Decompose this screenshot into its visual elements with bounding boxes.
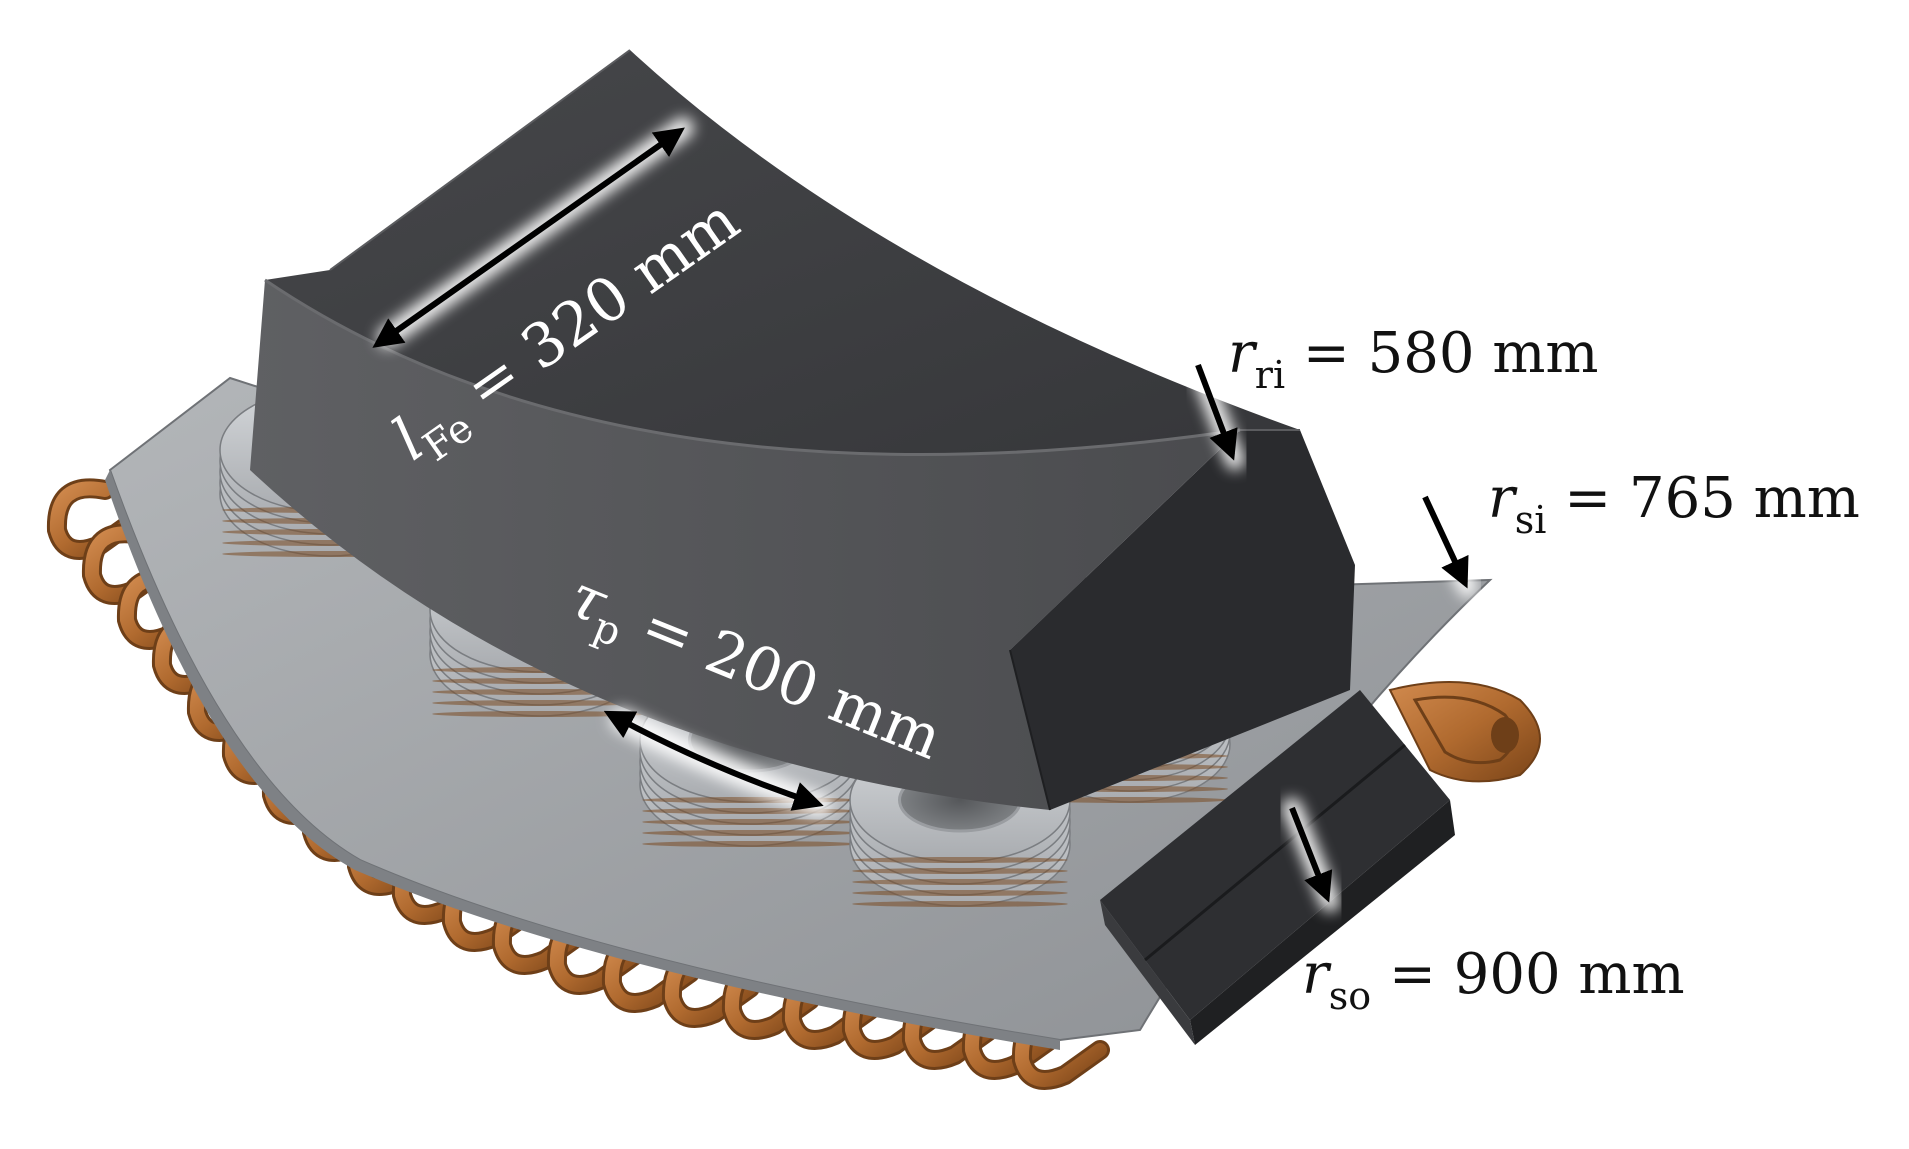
l-fe-dimension-arrow: [372, 127, 685, 348]
stator-yoke-block: [1100, 690, 1455, 1045]
r-ri-arrow: [1195, 363, 1238, 461]
r-si-arrow: [1422, 495, 1469, 589]
r-si-label: rsi = 765 mm: [1488, 466, 1860, 542]
dimension-arrows: [372, 117, 1478, 912]
copper-end-winding-right: [1388, 681, 1541, 783]
r-so-arrow: [1289, 806, 1333, 903]
r-so-label: rso = 900 mm: [1302, 942, 1685, 1018]
tau-p-dimension-arrow: [603, 710, 824, 811]
r-ri-label: rri = 580 mm: [1228, 321, 1599, 397]
